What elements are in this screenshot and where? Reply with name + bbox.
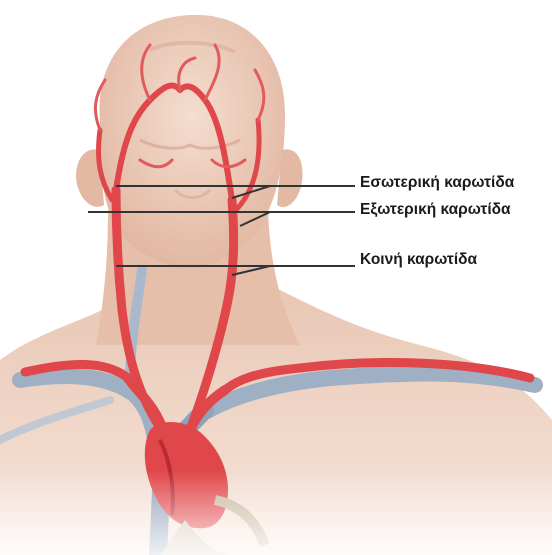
label-external-carotid: Εξωτερική καρωτίδα [360, 201, 511, 219]
label-internal-carotid: Εσωτερική καρωτίδα [360, 174, 514, 192]
label-common-carotid: Κοινή καρωτίδα [360, 251, 477, 269]
